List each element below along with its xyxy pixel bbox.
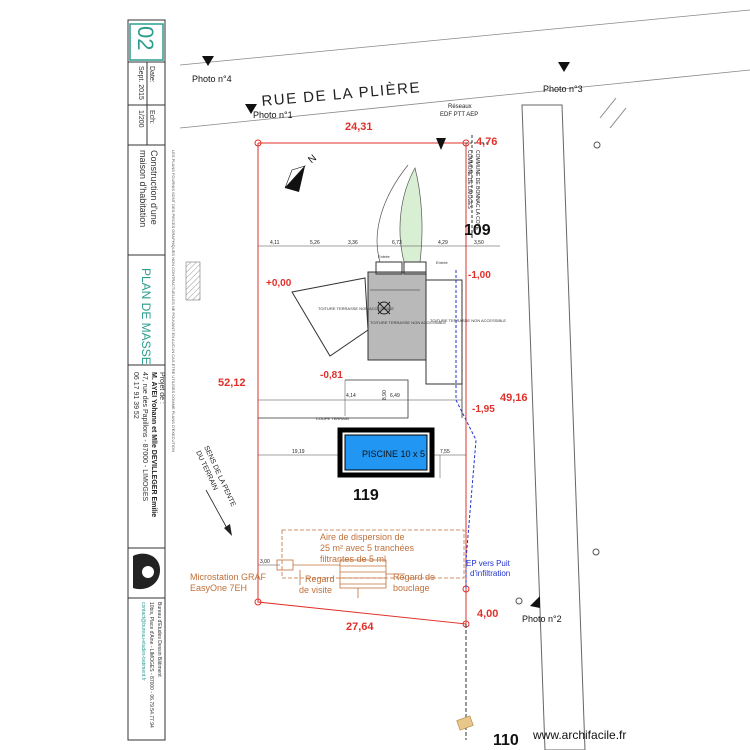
septic-system bbox=[276, 529, 465, 598]
rainwater-pipe bbox=[455, 270, 477, 588]
microstation-label-2: EasyOne 7EH bbox=[190, 583, 247, 593]
street-lines bbox=[179, 9, 750, 129]
commune-label-2: COMMUNE DE BONNAC LA COTE bbox=[474, 150, 480, 231]
owner-line-1: Projet de : bbox=[158, 372, 165, 404]
owner-phone: 06 17 91 39 52 bbox=[132, 372, 139, 419]
pool-label: PISCINE 10 x 5 bbox=[362, 449, 425, 459]
survey-point bbox=[515, 597, 523, 605]
north-label: N bbox=[306, 153, 319, 166]
plan-title: PLAN DE MASSE bbox=[139, 268, 153, 365]
regard-visite-label-1: Regard bbox=[305, 574, 335, 584]
access-arrow-icon bbox=[436, 138, 446, 150]
dim-4-11: 4,11 bbox=[270, 240, 280, 246]
road-east bbox=[521, 104, 586, 750]
dim-4-29: 4,29 bbox=[438, 240, 448, 246]
level-minus: -0,81 bbox=[320, 370, 343, 381]
survey-point bbox=[592, 548, 600, 556]
title-block bbox=[127, 19, 166, 741]
parcel-main: 119 bbox=[353, 487, 379, 504]
ep-label-2: d'infiltration bbox=[470, 569, 510, 578]
sheet-number: 02 bbox=[133, 26, 158, 50]
hatched-block bbox=[185, 261, 201, 301]
dim-4-14: 4,14 bbox=[346, 393, 356, 399]
slope-arrow bbox=[205, 489, 229, 531]
driveway bbox=[399, 167, 423, 263]
room-label-a: TOITURE TERRASSE NON ACCESSIBLE bbox=[318, 306, 394, 311]
dim-bottom-right: 4,00 bbox=[477, 608, 498, 620]
dim-top-right: 4,76 bbox=[476, 136, 497, 148]
dim-3-50: 3,50 bbox=[474, 240, 484, 246]
date-label: Date: bbox=[148, 66, 155, 83]
slope-arrow-head-icon bbox=[224, 524, 232, 536]
cut-label: COUPE TERRAIN bbox=[316, 416, 349, 421]
dim-8-90: 8,90 bbox=[382, 390, 388, 400]
photo-label-3: Photo n°3 bbox=[543, 84, 583, 94]
scale-label: Ech: bbox=[148, 110, 155, 124]
driveway-edge bbox=[376, 164, 409, 263]
parcel-east: 109 bbox=[464, 222, 491, 239]
terrace-outline-2 bbox=[430, 383, 463, 418]
entry-label: Entrée bbox=[378, 254, 391, 259]
network-label-2: EDF PTT AEP bbox=[440, 112, 478, 118]
parcel-south: 110 bbox=[493, 732, 519, 749]
regard-visite-label-2: de visite bbox=[299, 585, 332, 595]
photo-label-4: Photo n°4 bbox=[192, 74, 232, 84]
dim-bottom: 27,64 bbox=[346, 621, 374, 633]
entry-label-2: Entrée bbox=[436, 260, 449, 265]
watermark: www.archifacile.fr bbox=[532, 728, 626, 742]
dispersion-label-1: Aire de dispersion de bbox=[320, 532, 405, 542]
office-logo-icon bbox=[133, 553, 160, 590]
commune-label-1: COMMUNE DE LIMOGES bbox=[466, 150, 472, 210]
date-value: Sept. 2015 bbox=[137, 66, 144, 100]
office-line-2: 10bis, Place d'Aine - LIMOGES - 87000 - … bbox=[148, 602, 154, 728]
dim-3-00: 3,00 bbox=[260, 559, 270, 565]
ep-label-1: EP vers Puit bbox=[466, 559, 511, 568]
photo-label-2: Photo n°2 bbox=[522, 614, 562, 624]
level-right: -1,00 bbox=[468, 270, 491, 281]
terrace-outline bbox=[258, 379, 409, 419]
regard-bouclage-label-2: bouclage bbox=[393, 583, 430, 593]
regard-bouclage-label-1: Regard de bbox=[393, 572, 435, 582]
legal-notice: LES PLANS FOURNIS SONT DES PIECES GRAPHI… bbox=[171, 150, 176, 452]
house bbox=[291, 261, 463, 385]
dim-top: 24,31 bbox=[345, 121, 373, 133]
network-label-1: Réseaux bbox=[448, 104, 472, 110]
owner-line-2: M. AYEI Yohann et Mlle DEVILLEGER Emilie bbox=[150, 372, 157, 517]
dispersion-label-3: filtrantes de 5 ml bbox=[320, 554, 386, 564]
dim-6-73: 6,73 bbox=[392, 240, 402, 246]
owner-line-3: 47, rue des Papillons - 87000 - LIMOGES bbox=[141, 372, 148, 502]
room-label-b: TOITURE TERRASSE NON ACCESSIBLE bbox=[370, 320, 446, 325]
dim-right: 49,16 bbox=[500, 392, 528, 404]
dim-19-19: 19,19 bbox=[292, 449, 305, 455]
north-arrow-icon bbox=[284, 165, 306, 192]
utility-box bbox=[456, 715, 474, 731]
dim-7-55: 7,55 bbox=[440, 449, 450, 455]
office-line-3: contact@bureau-etudes-batiment.fr bbox=[140, 602, 146, 681]
pool-water bbox=[344, 434, 428, 471]
survey-point bbox=[593, 141, 601, 149]
project-line-2: maison d'habitation bbox=[138, 150, 148, 227]
microstation-label-1: Microstation GRAF bbox=[190, 572, 267, 582]
project-line-1: Construction d'une bbox=[149, 150, 159, 225]
level-right-2: -1,95 bbox=[472, 404, 495, 415]
photo-marker-4-icon bbox=[202, 56, 214, 66]
scale-value: 1/200 bbox=[137, 110, 144, 128]
photo-marker-1-icon bbox=[245, 104, 257, 114]
photo-label-1: Photo n°1 bbox=[253, 110, 293, 120]
dim-6-49: 6,49 bbox=[390, 393, 400, 399]
dispersion-label-2: 25 m² avec 5 tranchées bbox=[320, 543, 415, 553]
dim-left: 52,12 bbox=[218, 377, 246, 389]
room-label-c: TOITURE TERRASSE NON ACCESSIBLE bbox=[430, 318, 506, 323]
dim-3-36: 3,36 bbox=[348, 240, 358, 246]
photo-marker-2-icon bbox=[530, 596, 540, 608]
dim-5-26: 5,26 bbox=[310, 240, 320, 246]
sheet-number-box bbox=[129, 23, 164, 61]
level-zero: +0,00 bbox=[266, 278, 292, 289]
street-name: RUE DE LA PLIÈRE bbox=[261, 79, 422, 110]
photo-marker-3-icon bbox=[558, 62, 570, 72]
office-line-1: Bureau d'Etudes Dessin Bâtiment bbox=[156, 602, 162, 677]
